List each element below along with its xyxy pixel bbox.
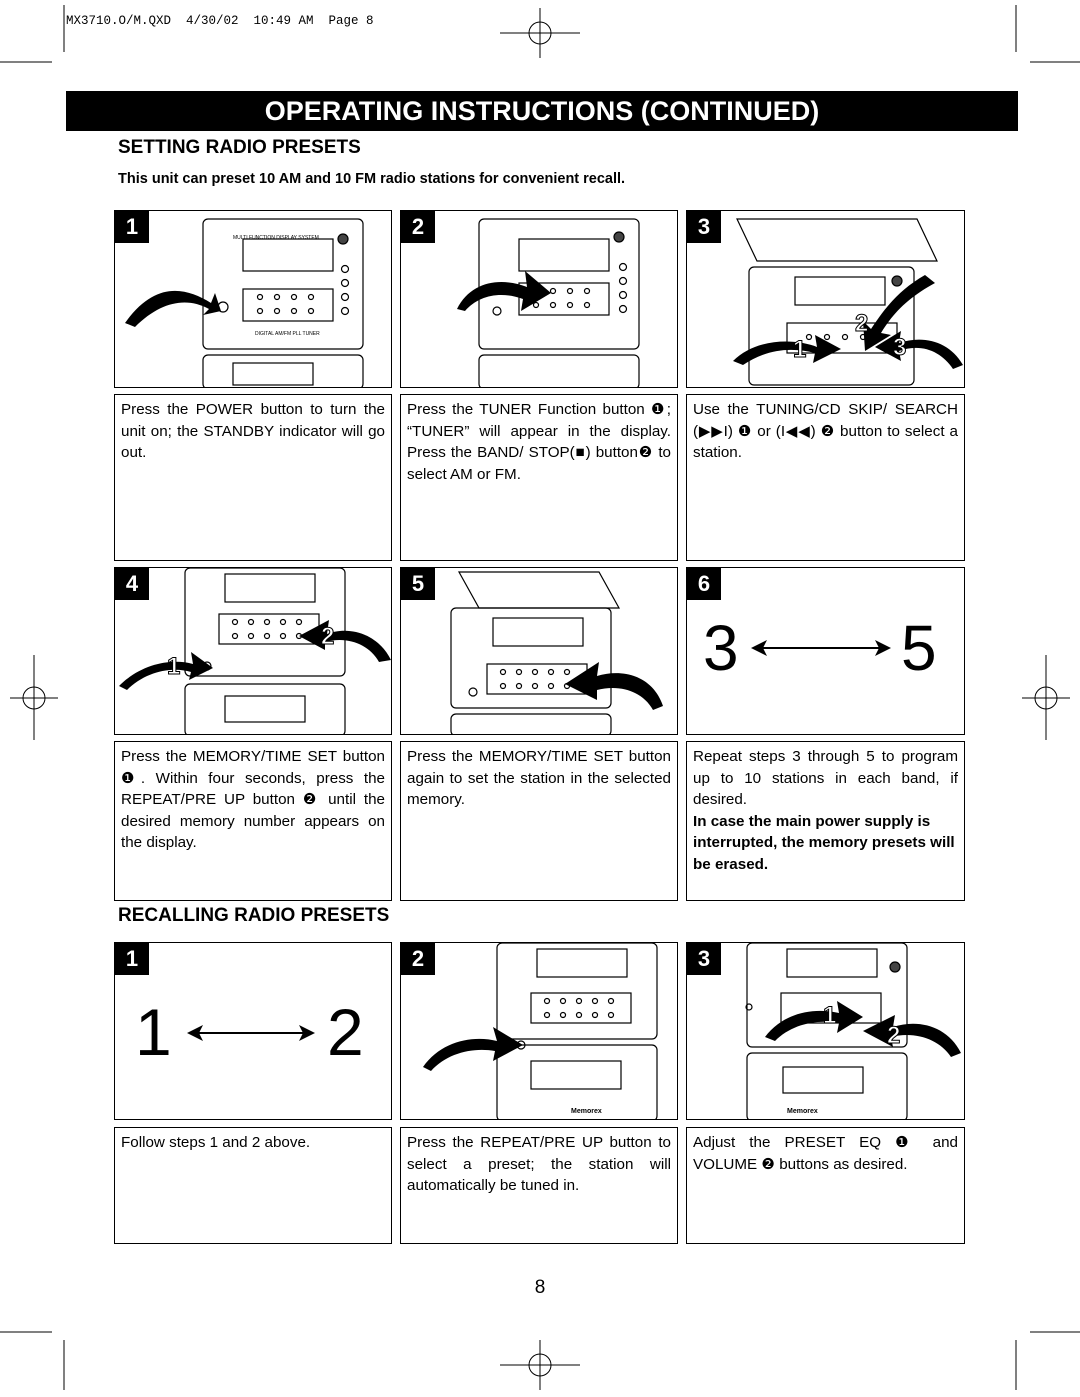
setting-step-3-figure: 1 2 3 3 [686,210,965,388]
setting-step-2-caption: Press the TUNER Function button ❶; “TUNE… [400,394,678,561]
power-warning: In case the main power supply is interru… [693,812,955,873]
callout-2: 2 [887,1022,900,1049]
arrow-icon [863,275,935,351]
step-number: 2 [401,943,435,975]
step-number: 4 [115,568,149,600]
step-number: 2 [401,211,435,243]
recall-step-3-figure: 1 2 Memorex 3 [686,942,965,1120]
recall-step-3-caption: Adjust the PRESET EQ ❶ and VOLUME ❷ butt… [686,1127,965,1244]
page-number: 8 [534,1277,546,1298]
stereo-unit-illustration: 1 2 [119,568,391,734]
setting-step-2-figure: 2 [400,210,678,388]
callout-1: 1 [823,1002,836,1029]
arrow-icon [733,335,841,365]
arrow-icon [863,1015,961,1057]
stereo-unit-illustration: 1 2 3 [733,218,963,386]
recall-title: RECALLING RADIO PRESETS [118,905,390,926]
arrow-icon [299,620,391,662]
setting-step-6-caption: Repeat steps 3 through 5 to program up t… [686,741,965,901]
range-start: 1 [135,995,172,1069]
double-arrow-icon [187,1025,315,1041]
recall-step-2-caption: Press the REPEAT/PRE UP button to select… [400,1127,678,1244]
callout-2: 2 [855,310,868,337]
page-banner: OPERATING INSTRUCTIONS (CONTINUED) [66,91,1018,131]
arrow-icon [457,271,551,311]
step-number: 1 [115,211,149,243]
setting-step-4-caption: Press the MEMORY/TIME SET button ❶. With… [114,741,392,901]
callout-1: 1 [167,653,180,680]
arrow-icon [125,290,221,327]
arrow-icon [565,662,663,710]
range-end: 2 [327,995,364,1069]
callout-3: 3 [893,334,906,361]
recall-step-2-figure: Memorex 2 [400,942,678,1120]
unit-tuner-text: DIGITAL AM/FM PLL TUNER [255,331,320,337]
stereo-unit-illustration [450,571,663,734]
unit-header-text: MULTI FUNCTION DISPLAY SYSTEM [233,235,319,241]
file-slug: MX3710.O/M.QXD 4/30/02 10:49 AM Page 8 [66,14,374,28]
setting-step-4-figure: 1 2 4 [114,567,392,735]
setting-step-6-figure: 3 5 6 [686,567,965,735]
stereo-unit-illustration: 1 2 Memorex [745,943,961,1119]
setting-step-5-figure: 5 [400,567,678,735]
range-start: 3 [703,612,739,684]
recall-step-1-figure: 1 2 1 [114,942,392,1120]
arrow-icon [765,1001,863,1041]
stereo-unit-illustration: MULTI FUNCTION DISPLAY SYSTEM DIGITAL AM… [125,218,364,387]
setting-step-5-caption: Press the MEMORY/TIME SET button again t… [400,741,678,901]
step-number: 1 [115,943,149,975]
arrow-icon [875,331,963,369]
arrow-icon [423,1027,523,1071]
setting-step-1-figure: MULTI FUNCTION DISPLAY SYSTEM DIGITAL AM… [114,210,392,388]
arrow-icon [119,652,213,690]
stereo-unit-illustration: Memorex [423,943,658,1119]
step-6-text: Repeat steps 3 through 5 to program up t… [693,748,958,808]
setting-step-1-caption: Press the POWER button to turn the unit … [114,394,392,561]
setting-step-3-caption: Use the TUNING/CD SKIP/ SEARCH (▶▶I) ❶ o… [686,394,965,561]
brand-logo: Memorex [571,1108,602,1115]
double-arrow-icon [751,640,891,656]
range-end: 5 [901,612,937,684]
step-number: 5 [401,568,435,600]
brand-logo: Memorex [787,1108,818,1115]
callout-1: 1 [793,336,806,363]
setting-intro: This unit can preset 10 AM and 10 FM rad… [118,171,626,187]
setting-title: SETTING RADIO PRESETS [118,137,361,158]
recall-step-1-caption: Follow steps 1 and 2 above. [114,1127,392,1244]
callout-2: 2 [321,623,334,650]
stereo-unit-illustration [457,218,640,387]
step-number: 3 [687,943,721,975]
step-number: 6 [687,568,721,600]
step-number: 3 [687,211,721,243]
